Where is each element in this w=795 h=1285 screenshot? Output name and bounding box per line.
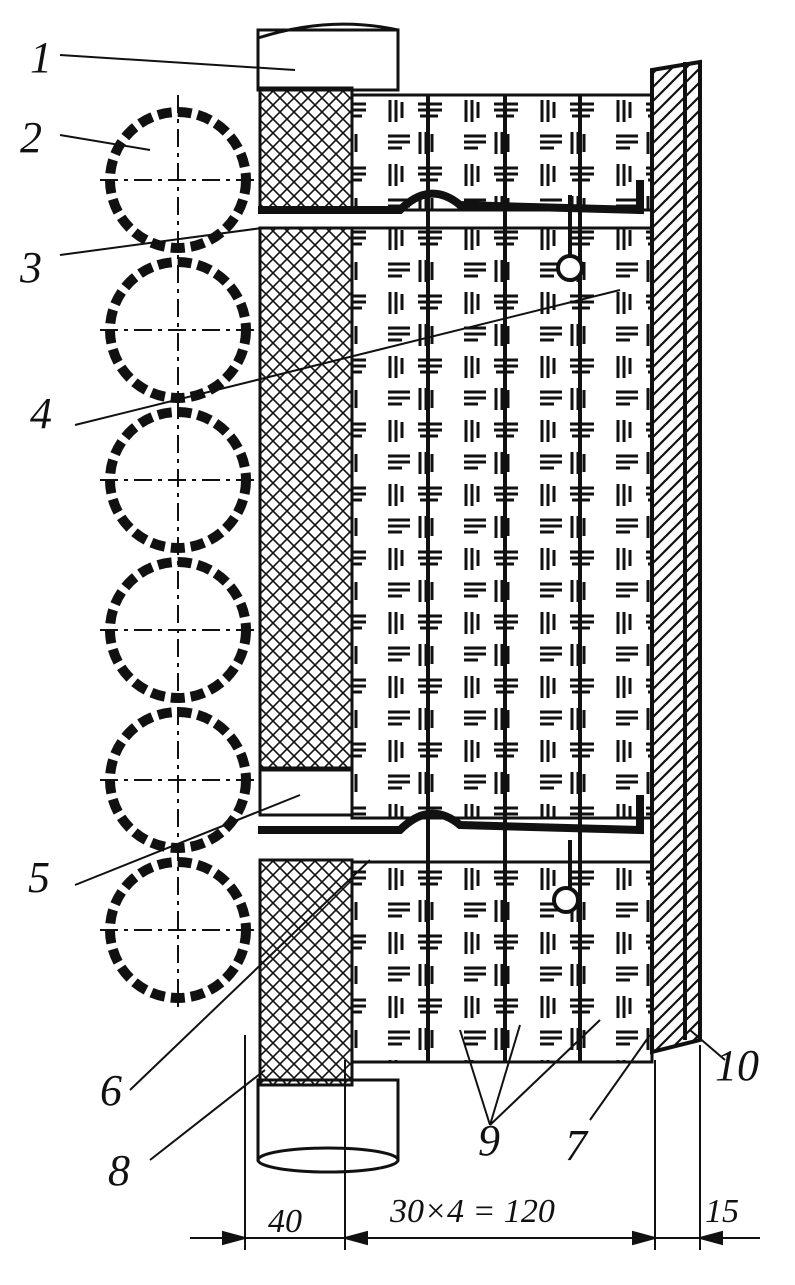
support-shelf-lower xyxy=(258,795,644,914)
brick-lining xyxy=(350,93,654,1064)
insulation-layer xyxy=(258,86,354,1087)
outer-casing xyxy=(650,59,702,1055)
dimension-insulation: 40 xyxy=(268,1203,302,1240)
callout-7: 7 xyxy=(565,1121,589,1170)
callout-2: 2 xyxy=(20,113,42,162)
riser-pipe-bottom xyxy=(256,1078,400,1174)
dimension-bricks: 30×4 = 120 xyxy=(389,1193,555,1230)
callout-1: 1 xyxy=(30,33,52,82)
callout-10: 10 xyxy=(715,1041,759,1090)
callout-8: 8 xyxy=(108,1146,130,1195)
dimension-casing: 15 xyxy=(705,1193,739,1230)
callout-4: 4 xyxy=(30,389,52,438)
callout-3: 3 xyxy=(19,243,42,292)
riser-pipe-top xyxy=(256,22,400,92)
callout-9: 9 xyxy=(478,1116,500,1165)
callout-6: 6 xyxy=(100,1066,122,1115)
dimension-lines xyxy=(190,1035,760,1250)
leader-lines xyxy=(59,54,726,1161)
support-shelf-upper xyxy=(258,180,644,282)
callout-5: 5 xyxy=(28,853,50,902)
screen-tubes xyxy=(100,95,255,1010)
